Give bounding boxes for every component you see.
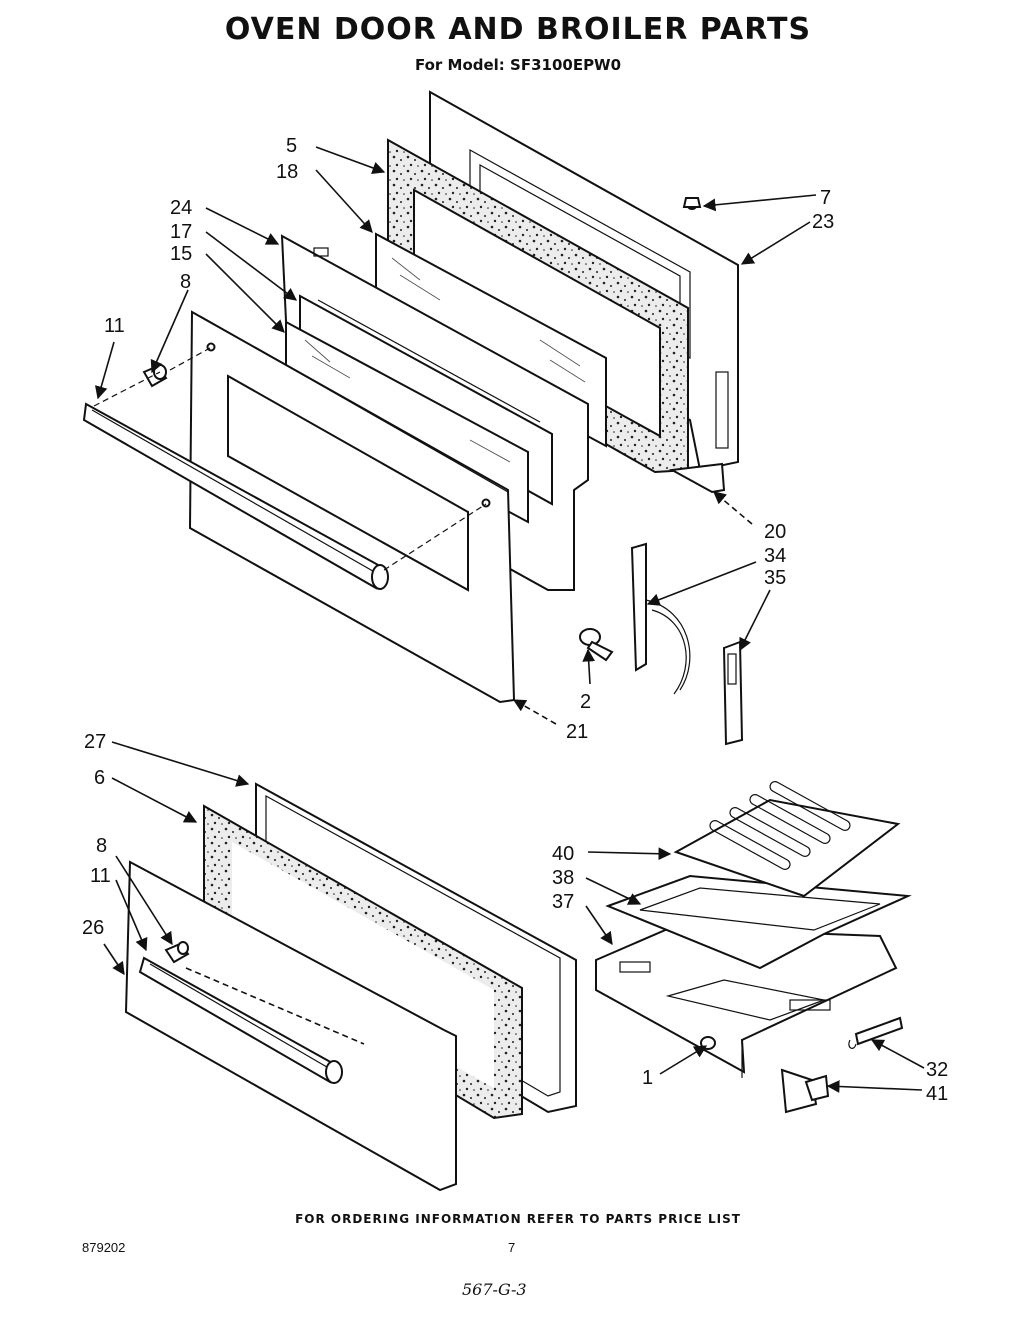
callout-15: 15	[170, 243, 192, 265]
callout-17: 17	[170, 221, 192, 243]
callout-20: 20	[764, 521, 786, 543]
callout-24: 24	[170, 197, 192, 219]
leader-lines	[95, 146, 925, 1093]
callout-11-upper: 11	[104, 315, 125, 337]
callout-21: 21	[566, 721, 588, 743]
callout-32: 32	[926, 1059, 948, 1081]
outer-door-panel	[188, 310, 516, 704]
door-handle	[82, 402, 389, 590]
callout-1: 1	[642, 1067, 653, 1089]
callout-27: 27	[84, 731, 106, 753]
broiler-door-panel	[124, 860, 457, 1192]
broiler-handle	[138, 956, 343, 1084]
handle-end-cap	[142, 364, 168, 388]
broiler-handle-end-cap	[164, 941, 190, 964]
hinge-pin	[579, 628, 614, 662]
callout-26: 26	[82, 917, 104, 939]
callout-37: 37	[552, 891, 574, 913]
callout-41: 41	[926, 1083, 948, 1105]
callout-8-lower: 8	[96, 835, 107, 857]
door-hinge	[630, 542, 691, 695]
callout-11-lower: 11	[90, 865, 111, 887]
callout-40: 40	[552, 843, 574, 865]
callout-7: 7	[820, 187, 831, 209]
page-title: OVEN DOOR AND BROILER PARTS	[224, 12, 812, 47]
callout-34: 34	[764, 545, 786, 567]
handwritten-note: 567-G-3	[462, 1280, 527, 1299]
callout-38: 38	[552, 867, 574, 889]
callout-6: 6	[94, 767, 105, 789]
drawer-clip	[780, 1068, 830, 1114]
drawer-spring	[848, 1016, 904, 1049]
broiler-grid	[673, 781, 901, 898]
callout-2: 2	[580, 691, 591, 713]
callout-35: 35	[764, 567, 786, 589]
callout-8-upper: 8	[180, 271, 191, 293]
model-line: For Model: SF3100EPW0	[414, 56, 622, 74]
screw-7	[682, 197, 702, 208]
page-number: 7	[508, 1240, 516, 1255]
broiler-pan	[605, 874, 912, 970]
door-bracket	[668, 462, 726, 494]
hinge-receiver	[722, 640, 744, 746]
callout-5: 5	[286, 135, 297, 157]
doc-number: 879202	[82, 1240, 126, 1255]
ordering-note: FOR ORDERING INFORMATION REFER TO PARTS …	[295, 1212, 741, 1226]
callout-23: 23	[812, 211, 834, 233]
callout-18: 18	[276, 161, 298, 183]
